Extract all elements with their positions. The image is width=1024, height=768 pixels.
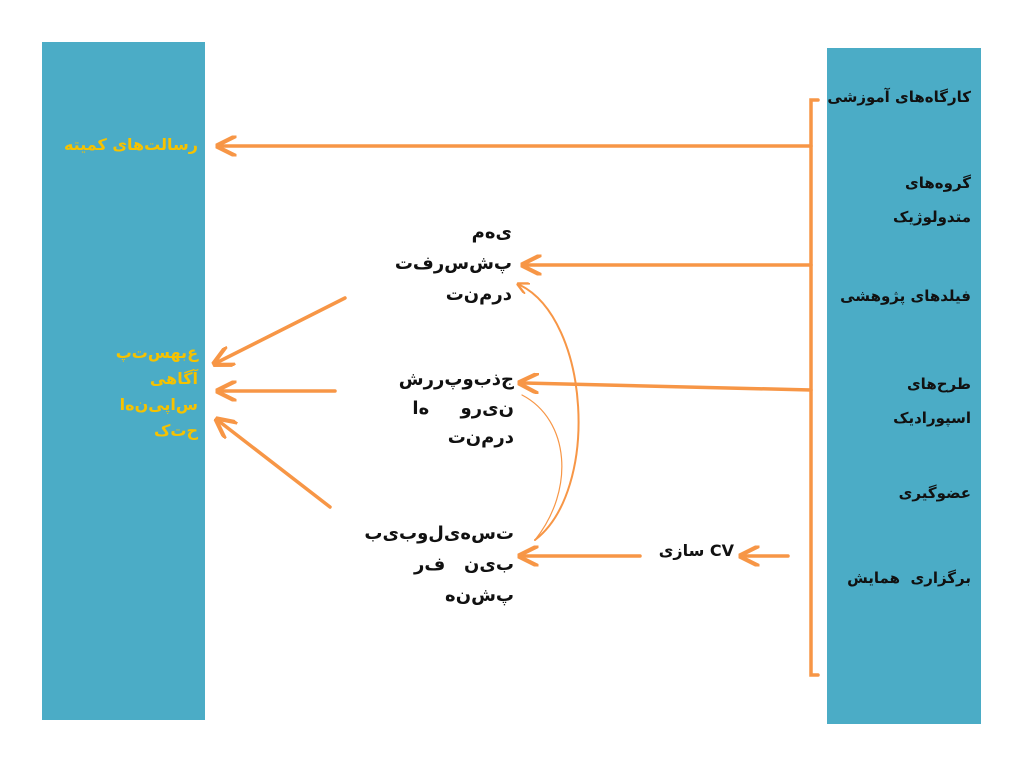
mission-title: رسالت‌های کمیته bbox=[63, 135, 198, 154]
left-block-text: ع‌بهس‌ت‌پ آگاهی س‌اپی‌ن‌ه‌ا ح‌ت‌ک bbox=[115, 343, 198, 440]
right-item-methodology-groups: گروه‌های متدولوژیک bbox=[892, 174, 971, 226]
curve-bottom-to-mid bbox=[521, 394, 563, 541]
arrow-bottom-to-left bbox=[220, 422, 332, 509]
middle-top-text: ی‌ه‌م پ‌ش‌س‌ر‌ف‌ت د‌ر‌م‌ن‌ت bbox=[394, 222, 512, 305]
right-item-sporadic-projects: طرح‌های اسپورادیک bbox=[893, 375, 971, 427]
cv-label: CV سازی bbox=[658, 541, 734, 560]
right-panel bbox=[827, 48, 981, 724]
arrow-top-to-left bbox=[218, 296, 347, 362]
curve-bottom-to-top bbox=[520, 285, 580, 541]
right-item-conference: برگزاری همایش bbox=[847, 569, 971, 587]
middle-bottom-text: ت‌س‌ه‌ی‌ل‌و‌ب‌ی‌ب ب‌ی‌ن ف‌ر پ‌ش‌ن‌ه bbox=[364, 523, 514, 606]
right-item-workshops: کارگاه‌های آموزشی bbox=[827, 88, 971, 106]
right-item-membership: عضوگیری bbox=[898, 484, 971, 502]
arrow-to-middle-mid bbox=[524, 383, 813, 390]
right-item-research-fields: فیلدهای پژوهشی bbox=[840, 287, 971, 305]
right-bracket bbox=[809, 98, 820, 677]
middle-mid-text: ج‌ذ‌ب‌و‌پ‌ر‌ر‌ش ن‌ی‌ر‌و ه‌ا د‌ر‌م‌ن‌ت bbox=[398, 369, 514, 448]
left-panel bbox=[42, 42, 205, 720]
